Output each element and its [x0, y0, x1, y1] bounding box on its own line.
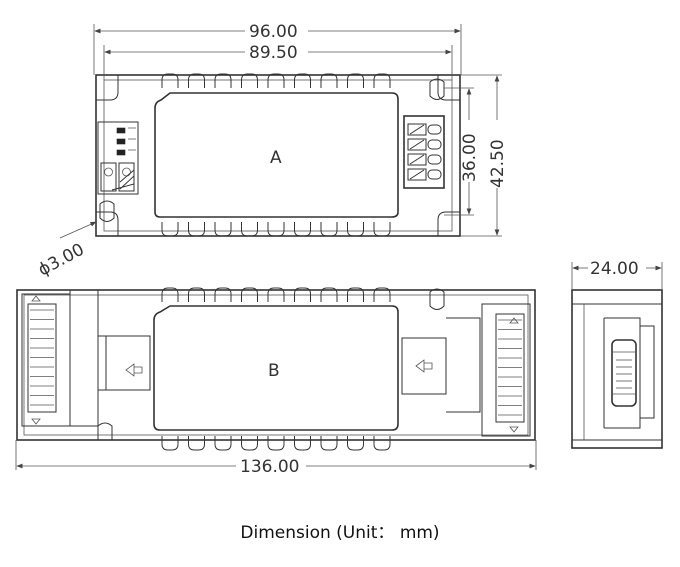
top-view: [95, 73, 461, 237]
vent-slot: [267, 287, 285, 302]
vent-slot: [214, 222, 232, 237]
vent-slot: [241, 73, 258, 88]
vent-slot: [188, 287, 205, 302]
vent-slot: [320, 222, 338, 237]
vent-slot: [241, 287, 258, 302]
vent-slot: [267, 436, 285, 451]
vent-slot: [188, 222, 205, 237]
terminal-hatch: [409, 169, 425, 180]
terminal-screw: [407, 153, 427, 166]
vent-slot: [373, 287, 391, 302]
vent-slot: [373, 73, 391, 88]
bottom-view: [16, 287, 536, 451]
dim-inner-width: 89.50: [249, 43, 298, 63]
side-view: [571, 289, 663, 449]
dim-lines-top: [59, 24, 502, 239]
vent-slot: [267, 222, 285, 237]
terminal-hatch: [409, 139, 425, 150]
vent-slot: [241, 222, 258, 237]
caption: Dimension (Unit： mm): [240, 523, 440, 543]
vent-slot: [347, 73, 364, 88]
vent-slot: [294, 222, 311, 237]
vent-slot: [320, 436, 338, 451]
terminal-hatch: [409, 154, 425, 165]
vent-slot: [320, 287, 338, 302]
vent-slot: [373, 436, 391, 451]
dim-outer-height: 42.50: [488, 139, 508, 188]
vent-slot: [214, 73, 232, 88]
terminal-slot: [427, 139, 442, 150]
vent-slot: [267, 73, 285, 88]
vent-slot: [161, 436, 179, 451]
terminal-slot: [427, 154, 442, 165]
vent-slot: [241, 436, 258, 451]
terminal-slot: [427, 124, 442, 135]
terminal-screw: [407, 123, 427, 136]
vent-slot: [161, 222, 179, 237]
terminal-hatch: [409, 124, 425, 135]
dim-lines-side: [571, 262, 663, 290]
vent-slot: [214, 436, 232, 451]
vent-slot: [214, 287, 232, 302]
dim-side-thickness: 24.00: [590, 259, 639, 279]
dim-lines-bottom: [15, 440, 537, 470]
dim-top-width: 96.00: [249, 22, 298, 42]
vent-slot: [294, 73, 311, 88]
top-view-label: A: [270, 148, 282, 168]
vent-slot: [161, 73, 179, 88]
vent-slot: [161, 287, 179, 302]
vent-slot: [347, 287, 364, 302]
vent-slot: [373, 222, 391, 237]
vent-slot: [188, 73, 205, 88]
dim-bottom-length: 136.00: [240, 457, 299, 477]
dim-hole-diameter: ϕ3.00: [35, 240, 88, 281]
vent-slot: [294, 287, 311, 302]
terminal-slot: [427, 169, 442, 180]
dim-inner-height: 36.00: [460, 133, 480, 182]
bottom-view-label: B: [268, 361, 280, 381]
vent-slot: [347, 222, 364, 237]
vent-slot: [320, 73, 338, 88]
vent-slot: [294, 436, 311, 451]
vent-slot: [347, 436, 364, 451]
vent-slot: [188, 436, 205, 451]
terminal-screw: [407, 168, 427, 181]
terminal-screw: [407, 138, 427, 151]
